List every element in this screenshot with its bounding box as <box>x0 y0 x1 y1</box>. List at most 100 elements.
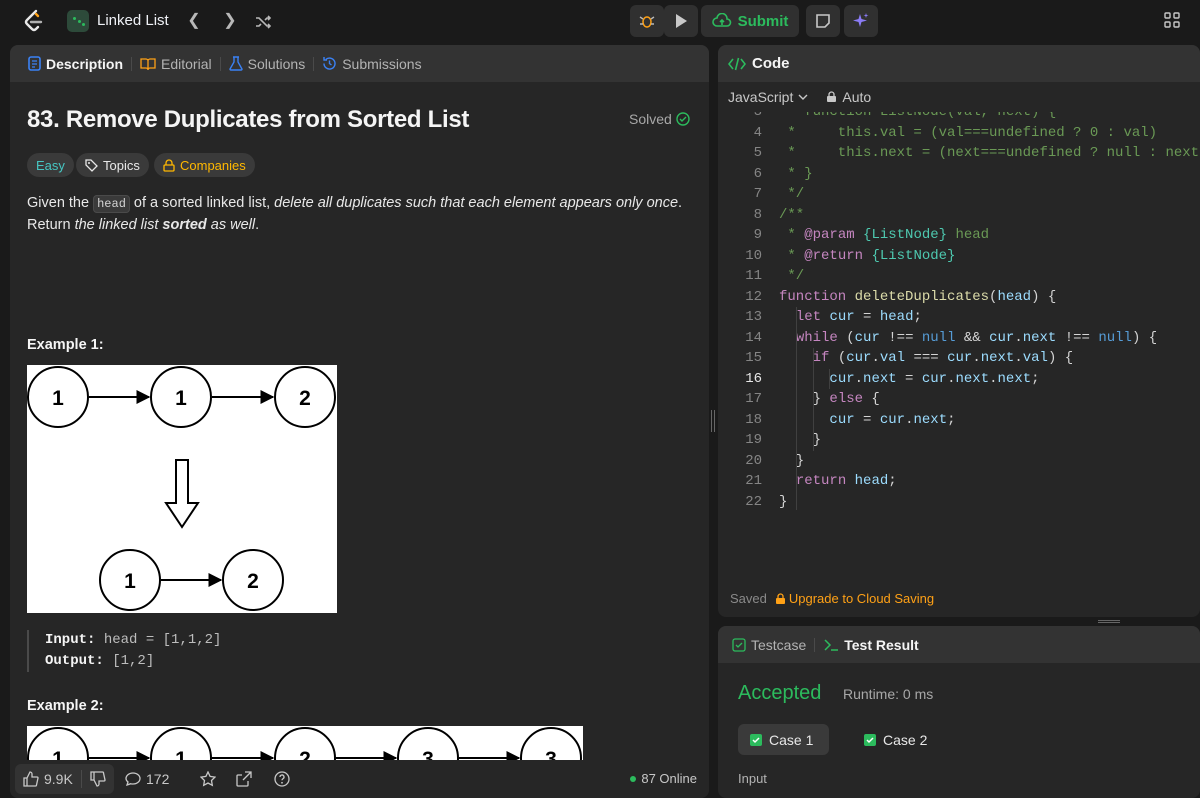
submit-label: Submit <box>737 12 789 30</box>
tab-editorial[interactable]: Editorial <box>134 45 218 82</box>
input-label: Input <box>738 771 767 786</box>
code-line[interactable]: 9 * @param {ListNode} head <box>718 225 1200 246</box>
line-number: 12 <box>745 288 762 305</box>
description-body: 83. Remove Duplicates from Sorted List S… <box>10 82 709 760</box>
tab-testcase[interactable]: Testcase <box>726 626 812 663</box>
code-text: cur.next = cur.next.next; <box>829 370 1040 387</box>
thumbs-up-icon <box>23 771 39 787</box>
run-button[interactable] <box>664 5 698 37</box>
code-line[interactable]: 6 * } <box>718 164 1200 185</box>
statement-text: . <box>255 217 260 233</box>
comment-count: 172 <box>146 771 170 787</box>
comments-button[interactable]: 172 <box>125 771 169 787</box>
leetcode-logo-icon[interactable] <box>22 9 44 33</box>
debug-button[interactable] <box>630 5 664 37</box>
prev-problem-icon[interactable]: ❮ <box>187 12 201 29</box>
next-problem-icon[interactable]: ❯ <box>223 12 237 29</box>
example-2-diagram: 1 1 2 3 3 <box>27 726 583 760</box>
code-line[interactable]: 13 let cur = head; <box>718 307 1200 328</box>
thumbs-down-icon <box>90 771 106 787</box>
example-1-io: Input: head = [1,1,2] Output: [1,2] <box>27 630 221 672</box>
vertical-resize-handle[interactable] <box>711 410 715 432</box>
list-node <box>27 727 89 760</box>
code-panel: Code JavaScript Auto 3 * function ListNo… <box>718 45 1200 617</box>
editor-toolbar: JavaScript Auto <box>718 82 1200 112</box>
code-line[interactable]: 20 } <box>718 451 1200 472</box>
shuffle-icon[interactable] <box>253 12 273 32</box>
horizontal-resize-handle[interactable] <box>1098 620 1120 623</box>
code-line[interactable]: 22} <box>718 492 1200 513</box>
star-icon[interactable] <box>200 771 216 787</box>
statement-emphasis: delete all duplicates such that each ele… <box>274 195 679 211</box>
tab-testcase-label: Testcase <box>751 636 807 653</box>
code-line[interactable]: 5 * this.next = (next===undefined ? null… <box>718 143 1200 164</box>
solved-status: Solved <box>629 111 690 127</box>
solved-label: Solved <box>629 111 672 127</box>
language-select[interactable]: JavaScript <box>728 89 808 105</box>
code-text: function deleteDuplicates(head) { <box>779 288 1057 305</box>
topics-button[interactable]: Topics <box>76 153 149 177</box>
case-2-label: Case 2 <box>883 731 928 748</box>
code-text: * function ListNode(val, next) { <box>779 112 1057 120</box>
code-text: * @return {ListNode} <box>779 247 956 264</box>
code-line[interactable]: 11 */ <box>718 266 1200 287</box>
upgrade-link[interactable]: Upgrade to Cloud Saving <box>775 591 934 606</box>
notes-button[interactable] <box>806 5 840 37</box>
ai-assistant-button[interactable] <box>844 5 878 37</box>
line-number: 20 <box>745 452 762 469</box>
companies-button[interactable]: Companies <box>154 153 255 177</box>
output-label: Output: <box>45 653 104 669</box>
statement-text: . Return <box>27 195 683 233</box>
line-number: 16 <box>745 370 762 387</box>
auto-mode-toggle[interactable]: Auto <box>826 89 871 105</box>
code-line[interactable]: 14 while (cur !== null && cur.next !== n… <box>718 328 1200 349</box>
code-line[interactable]: 19 } <box>718 430 1200 451</box>
indent-guide <box>813 348 814 451</box>
result-status: Accepted <box>738 682 822 704</box>
code-line[interactable]: 12 function deleteDuplicates(head) { <box>718 287 1200 308</box>
like-button[interactable]: 9.9K <box>15 771 81 787</box>
node-value: 1 <box>175 748 187 760</box>
code-line[interactable]: 15 if (cur.val === cur.next.val) { <box>718 348 1200 369</box>
case-1-tab[interactable]: Case 1 <box>738 724 830 755</box>
tab-test-result[interactable]: Test Result <box>817 626 924 663</box>
code-line[interactable]: 17 } else { <box>718 389 1200 410</box>
code-text: */ <box>779 186 805 202</box>
help-icon[interactable] <box>274 771 290 787</box>
line-number: 11 <box>745 268 762 284</box>
tab-solutions[interactable]: Solutions <box>223 45 312 82</box>
code-editor[interactable]: 3 * function ListNode(val, next) {4 * th… <box>718 112 1200 587</box>
code-line[interactable]: 7 */ <box>718 184 1200 205</box>
code-text: * @param {ListNode} head <box>779 227 990 243</box>
tab-description[interactable]: Description <box>22 45 129 82</box>
code-line[interactable]: 10 * @return {ListNode} <box>718 246 1200 267</box>
difficulty-badge: Easy <box>27 153 74 177</box>
problem-list-title[interactable]: Linked List <box>97 12 169 29</box>
dislike-button[interactable] <box>82 771 114 787</box>
lock-icon <box>775 592 785 604</box>
case-2-tab[interactable]: Case 2 <box>852 724 943 755</box>
submit-button[interactable]: Submit <box>701 5 799 37</box>
code-line[interactable]: 16 cur.next = cur.next.next; <box>718 369 1200 390</box>
tab-editorial-label: Editorial <box>161 55 212 72</box>
line-number: 4 <box>753 124 762 141</box>
share-icon[interactable] <box>236 771 252 787</box>
code-line[interactable]: 18 cur = cur.next; <box>718 410 1200 431</box>
code-text: * } <box>779 165 813 182</box>
tab-test-result-label: Test Result <box>844 636 919 653</box>
problem-list-icon[interactable] <box>67 10 89 32</box>
statement-text: Given the <box>27 195 94 211</box>
code-line[interactable]: 8/** <box>718 205 1200 226</box>
code-title: Code <box>752 55 790 72</box>
code-text: cur = cur.next; <box>829 411 956 428</box>
list-node <box>150 366 212 428</box>
tab-submissions[interactable]: Submissions <box>316 45 427 82</box>
online-count: 87 Online <box>641 771 697 786</box>
code-line[interactable]: 4 * this.val = (val===undefined ? 0 : va… <box>718 123 1200 144</box>
code-line[interactable]: 21 return head; <box>718 471 1200 492</box>
layout-grid-icon[interactable] <box>1164 12 1180 28</box>
line-number: 14 <box>745 329 762 346</box>
sparkle-icon <box>853 13 869 27</box>
code-line[interactable]: 3 * function ListNode(val, next) { <box>718 112 1200 123</box>
output-value: [1,2] <box>112 653 155 669</box>
